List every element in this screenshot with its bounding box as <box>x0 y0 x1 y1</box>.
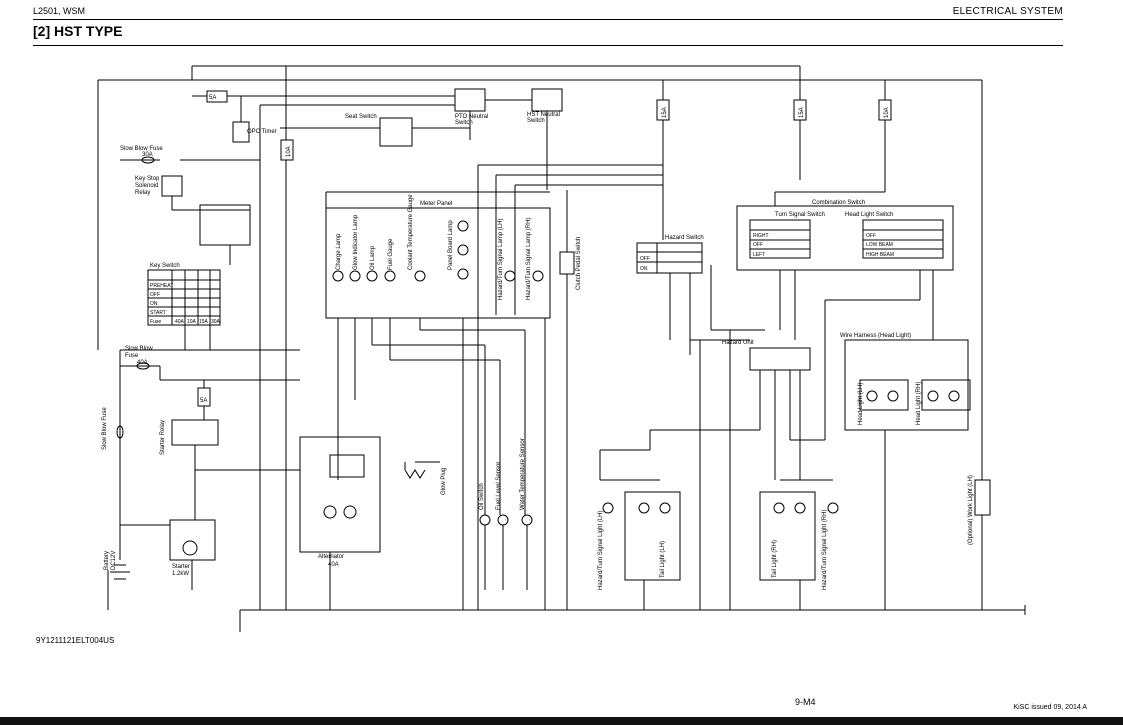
head-light-switch-label: Head Light Switch <box>845 212 893 218</box>
key-stop-label-1: Key Stop <box>135 176 160 182</box>
hazard-switch-label: Hazard Switch <box>665 235 704 241</box>
alternator-label-2: 40A <box>328 562 339 568</box>
work-light-label: (Optional) Work Light (LH) <box>968 475 974 545</box>
key-row-start: START <box>150 310 166 316</box>
header-rule <box>33 19 1063 20</box>
battery-label-1: Battery <box>104 551 110 570</box>
bottom-bar <box>0 717 1123 725</box>
starter-relay-label: Starter Relay <box>160 420 166 455</box>
alternator-label-1: Alternator <box>318 554 344 560</box>
turn-row-left: LEFT <box>753 252 765 258</box>
key-switch-label: Key Switch <box>150 263 180 269</box>
figure-id: 9Y1211121ELT004US <box>36 636 115 645</box>
page-number: 9-M4 <box>795 697 816 707</box>
combination-switch-label: Combination Switch <box>812 200 865 206</box>
fuse-10a-head: 10A <box>884 107 890 118</box>
key-row-on: ON <box>150 301 158 307</box>
key-fuse-1: 40A <box>175 319 185 325</box>
hazard-unit-label: Hazard Unit <box>722 340 754 346</box>
tail-light-rh-label: Tail Light (RH) <box>772 540 778 578</box>
clutch-pedal-label: Clutch Pedal Switch <box>576 237 582 290</box>
fuse-15a-comb: 15A <box>799 107 805 118</box>
tail-light-lh-label: Tail Light (LH) <box>660 541 666 578</box>
head-light-lh-label: Head Light (LH) <box>858 383 864 425</box>
section-name: ELECTRICAL SYSTEM <box>952 6 1063 17</box>
key-row-preheat: PREHEAT <box>150 283 173 289</box>
hst-neutral-label-1: HST Neutral <box>527 112 560 118</box>
fuse-10a-top: 10A <box>286 146 292 157</box>
slow-blow-40-label-2: Fuse <box>125 353 139 359</box>
oil-switch-label: Oil Switch <box>479 483 485 510</box>
fuse-5a-top: 5A <box>209 95 216 101</box>
opc-timer-label: OPC Timer <box>247 129 277 135</box>
starter-label-2: 1.2kW <box>172 571 189 577</box>
glow-plug-label: Glow Plug <box>441 468 447 495</box>
figure-top-rule <box>33 45 1063 46</box>
meter-oil-lamp: Oil Lamp <box>370 245 376 270</box>
head-row-high: HIGH BEAM <box>866 252 894 258</box>
fuse-5a-starter: 5A <box>200 398 207 404</box>
meter-fuel-gauge: Fuel Gauge <box>388 238 394 270</box>
hazard-row-off: OFF <box>640 256 650 262</box>
slow-blow-60-label: Slow Blow Fuse <box>102 407 108 450</box>
key-fuse-2: 10A <box>187 319 197 325</box>
hazard-row-on: ON <box>640 266 648 272</box>
meter-hazard-lh: Hazard/Turn Signal Lamp (LH) <box>498 219 504 300</box>
battery-label-2: DC12V <box>111 551 117 570</box>
slow-blow-30-label-1: Slow Blow Fuse <box>120 146 163 152</box>
key-stop-label-2: Solenoid <box>135 183 158 189</box>
turn-row-right: RIGHT <box>753 233 769 239</box>
slow-blow-40-label-1: Slow Blow <box>125 346 153 352</box>
pto-neutral-label-1: PTO Neutral <box>455 114 488 120</box>
pto-neutral-label-2: Switch <box>455 120 473 126</box>
hazard-lamp-lh-label: Hazard/Turn Signal Light (LH) <box>598 511 604 590</box>
key-row-off: OFF <box>150 292 160 298</box>
meter-hazard-rh: Hazard/Turn Signal Lamp (RH) <box>526 218 532 300</box>
meter-panel-label: Meter Panel <box>420 201 452 207</box>
fuel-sensor-label: Fuel Level Sensor <box>496 462 502 510</box>
head-row-off: OFF <box>866 233 876 239</box>
slow-blow-30-label-2: 30A <box>142 152 153 158</box>
turn-row-off: OFF <box>753 242 763 248</box>
issue-note: KiSC issued 09, 2014 A <box>1013 704 1087 711</box>
wire-harness-label: Wire Harness (Head Light) <box>840 333 911 339</box>
meter-glow-lamp: Glow Indicator Lamp <box>353 214 359 270</box>
water-sensor-label: Water Temperature Sensor <box>520 438 526 510</box>
head-light-rh-label: Head Light (RH) <box>916 382 922 425</box>
meter-coolant-gauge: Coolant Temperature Gauge <box>408 194 414 270</box>
turn-signal-switch-label: Turn Signal Switch <box>775 212 825 218</box>
starter-label-1: Starter <box>172 564 190 570</box>
key-row-fuse: Fuse <box>150 319 161 325</box>
page-title: [2] HST TYPE <box>33 23 123 39</box>
meter-panel-lamp: Panel Board Lamp <box>448 220 454 270</box>
key-stop-label-3: Relay <box>135 190 150 196</box>
head-row-low: LOW BEAM <box>866 242 893 248</box>
document-code: L2501, WSM <box>33 6 86 16</box>
slow-blow-40-label-3: 40A <box>137 360 148 366</box>
hazard-lamp-rh-label: Hazard/Turn Signal Light (RH) <box>822 510 828 590</box>
hst-neutral-label-2: Switch <box>527 118 545 124</box>
fuse-15a-hazard: 15A <box>662 107 668 118</box>
seat-switch-label: Seat Switch <box>345 114 377 120</box>
meter-charge-lamp: Charge Lamp <box>336 233 342 270</box>
key-fuse-4: 30A <box>211 319 221 325</box>
key-fuse-3: 15A <box>199 319 209 325</box>
